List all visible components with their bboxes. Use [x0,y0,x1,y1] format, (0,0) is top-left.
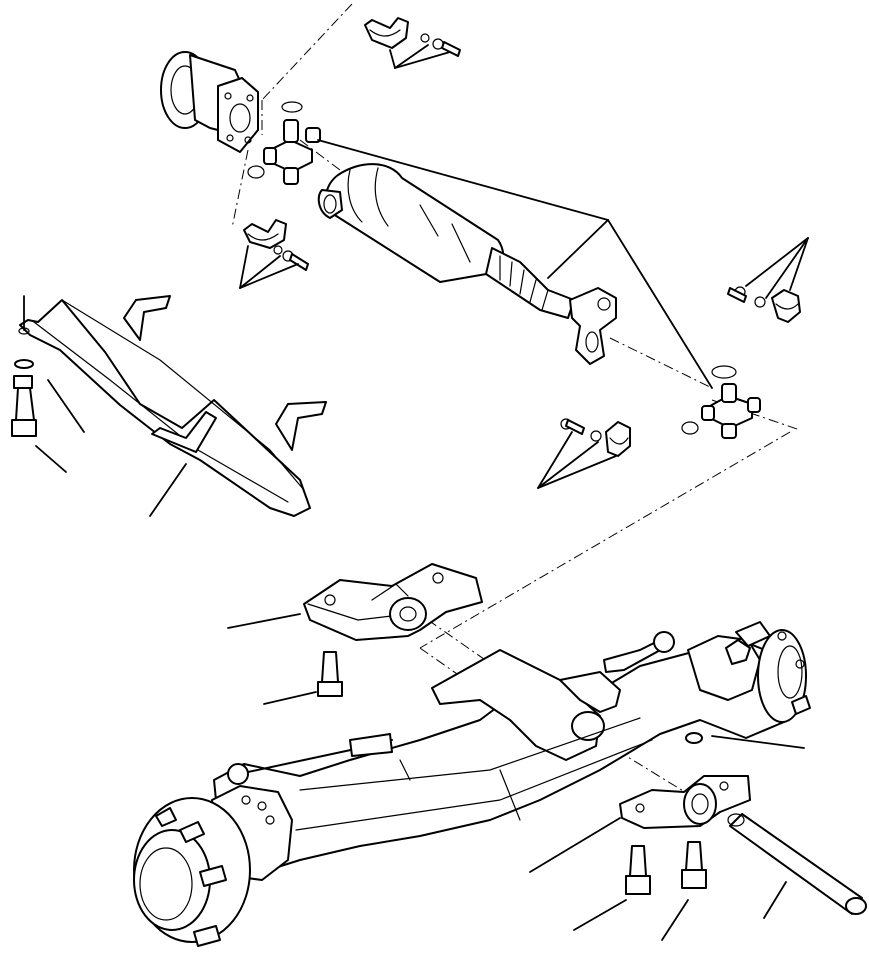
strap-clamp-set-upper [364,17,461,69]
front-axle-housing [211,631,791,881]
strap-clamp-set-left [239,219,309,289]
universal-joint-rear [681,365,761,439]
shaft-leader [317,139,609,221]
strap-clamp-set-right [727,237,809,323]
mounting-bracket-front [11,295,327,517]
wheel-hub-right [735,621,811,723]
pivot-cap [529,732,805,873]
cap-bolt [573,841,707,941]
shaft-leader-3 [607,219,713,389]
wheel-hub-left [133,797,251,947]
universal-joint-front [247,101,321,185]
propeller-shaft [317,163,575,319]
strap-clamp-set-lower [537,418,631,489]
shaft-leader-2 [547,219,609,279]
slip-yoke [569,287,617,365]
drive-shaft-flange [160,51,259,153]
axle-support-bracket-rear [227,563,483,641]
pivot-pin [727,813,867,919]
support-bolt [263,651,343,705]
